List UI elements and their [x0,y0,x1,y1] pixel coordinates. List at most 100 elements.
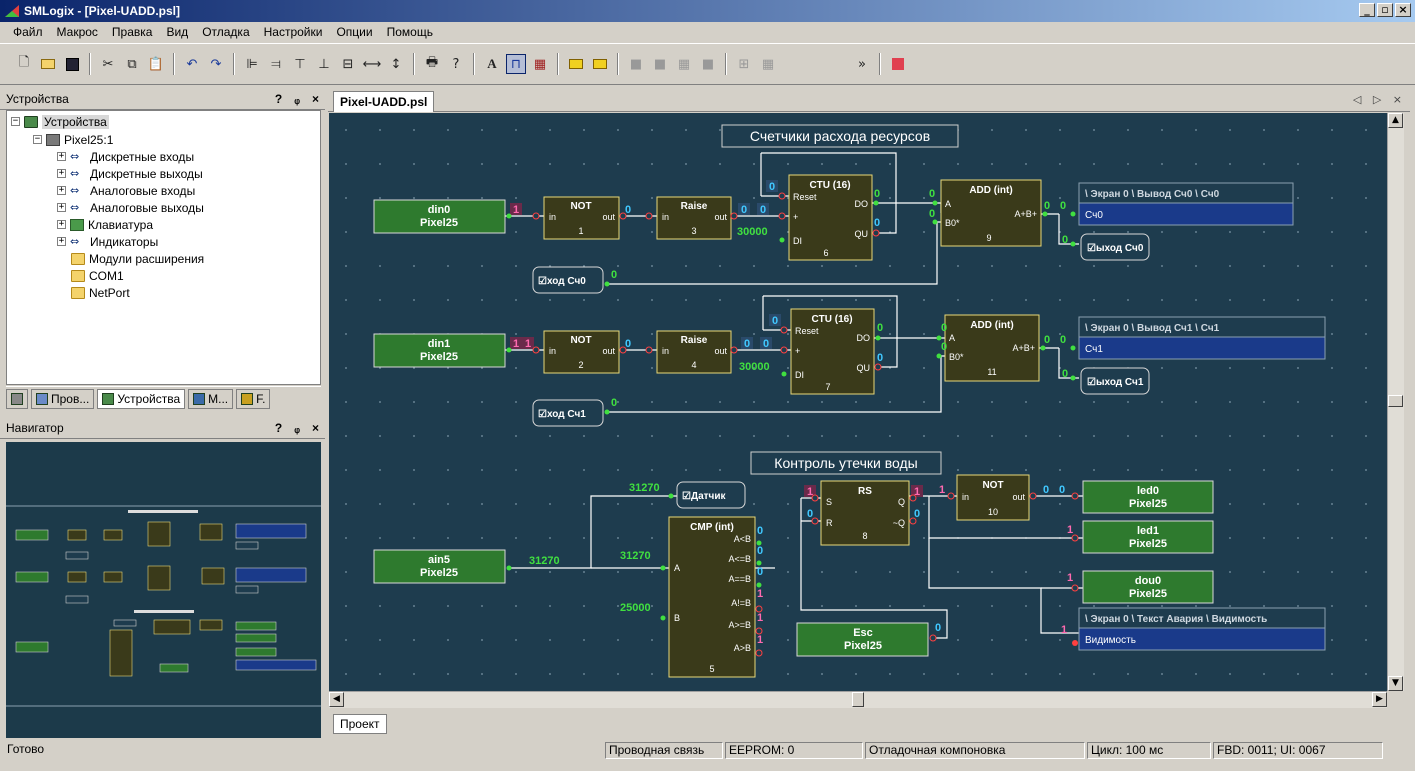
vertical-scroll-thumb[interactable] [1388,395,1403,407]
menu-options[interactable]: Опции [336,25,373,39]
block-mode-icon[interactable]: ▦ [533,56,547,72]
navigator-help-button[interactable]: ? [274,421,283,435]
scroll-down-icon[interactable]: ▼ [1388,676,1403,691]
compile-icon[interactable]: ⊞ [738,56,750,72]
copy-icon[interactable]: ⧉ [127,56,137,72]
tree-item-analog-outputs[interactable]: + ⇔ Аналоговые выходы [57,199,204,216]
devices-pin-icon[interactable]: ᵩ [294,92,300,106]
navigator-minimap[interactable] [6,442,321,738]
debug-watch-icon[interactable]: ▦ [677,56,691,72]
new-file-icon[interactable]: 🗋 [18,55,30,70]
tab-project-bottom[interactable]: Проект [333,714,387,734]
tree-item-expansion-modules[interactable]: Модули расширения [71,250,204,267]
document-nav-arrows[interactable]: ◁ ▷ × [1352,93,1406,106]
tree-item-discrete-outputs[interactable]: + ⇔ Дискретные выходы [57,165,203,182]
print-icon[interactable]: 🖶 [425,55,439,70]
space-horizontal-icon[interactable]: ⟷ [362,56,382,72]
tab-functions[interactable]: F. [236,388,271,409]
fbd-canvas[interactable]: Счетчики расхода ресурсов Контроль утечк… [329,113,1387,691]
wire-mode-icon[interactable]: ⊓ [506,54,526,74]
align-top-icon[interactable]: ⊤ [294,56,306,72]
tree-item-keyboard[interactable]: + Клавиатура [57,216,153,233]
fb-raise-4[interactable]: Raise in out 4 [656,330,732,374]
fb-raise-3[interactable]: Raise in out 3 [656,196,732,240]
io-block-dou0[interactable]: dou0 Pixel25 [1082,570,1214,604]
insert-block-icon[interactable] [566,54,586,74]
help-icon[interactable]: ? [452,56,460,72]
tab-devices[interactable]: Устройства [97,388,186,409]
scroll-right-icon[interactable]: ▶ [1372,692,1387,707]
tree-item-pixel25[interactable]: − Pixel25:1 [33,131,113,148]
toolbar-overflow-icon[interactable]: » [858,56,866,72]
fb-ctu-7[interactable]: CTU (16) Reset + DI DO QU 7 [790,308,875,395]
menu-settings[interactable]: Настройки [263,25,323,39]
cut-icon[interactable]: ✂ [102,56,114,72]
fb-cmp-5[interactable]: CMP (int) A B A<B A<=B A==B A!=B A>=B A>… [668,516,756,678]
save-icon[interactable] [62,54,82,74]
minimize-button[interactable]: _ [1359,3,1375,17]
menu-view[interactable]: Вид [166,25,189,39]
download-icon[interactable]: ▦ [761,56,775,72]
tree-item-netport[interactable]: NetPort [71,284,130,301]
fb-add-9[interactable]: ADD (int) A B0* A+B+ 9 [940,179,1042,247]
undo-icon[interactable]: ↶ [186,56,198,72]
tree-item-devices[interactable]: − Устройства [11,113,109,130]
same-size-icon[interactable]: ⊟ [342,56,354,72]
menu-macro[interactable]: Макрос [56,25,98,39]
expand-icon[interactable]: + [57,168,66,178]
expand-icon[interactable]: + [57,202,66,212]
tag-input-sch0[interactable]: ☑ход Сч0 [532,266,604,294]
io-block-din0[interactable]: din0 Pixel25 [373,199,506,234]
navigator-close-button[interactable]: × [311,421,319,435]
tree-item-com1[interactable]: COM1 [71,267,124,284]
space-vertical-icon[interactable]: ↕ [390,56,402,72]
horizontal-scrollbar[interactable]: ◀ ▶ [329,691,1387,708]
debug-step-icon[interactable]: ■ [653,56,667,72]
menu-edit[interactable]: Правка [111,25,153,39]
io-block-din1[interactable]: din1 Pixel25 [373,333,506,368]
expand-icon[interactable]: + [57,219,66,229]
expand-icon[interactable]: + [57,185,66,195]
open-folder-icon[interactable] [38,54,58,74]
stop-icon[interactable] [888,54,908,74]
tag-output-sch1[interactable]: ☑ыход Сч1 [1080,367,1150,395]
tag-input-sch1[interactable]: ☑ход Сч1 [532,399,604,427]
paste-icon[interactable]: 📋 [147,56,165,72]
redo-icon[interactable]: ↷ [210,56,222,72]
devices-close-button[interactable]: × [311,92,319,106]
fb-rs-8[interactable]: RS S R Q ~Q 8 [820,480,910,546]
insert-macro-icon[interactable] [590,54,610,74]
collapse-icon[interactable]: − [11,116,20,126]
tab-pixel-uadd[interactable]: Pixel-UADD.psl [333,91,435,112]
fb-not-10[interactable]: NOT in out 10 [956,474,1030,521]
debug-stop-icon[interactable]: ■ [701,56,715,72]
screen-output-sch1[interactable]: \ Экран 0 \ Вывод Сч1 \ Сч1 Сч1 [1078,316,1326,360]
tree-item-indicators[interactable]: + ⇔ Индикаторы [57,233,158,250]
align-bottom-icon[interactable]: ⊥ [318,56,330,72]
scroll-up-icon[interactable]: ▲ [1388,113,1403,128]
expand-icon[interactable]: + [57,236,66,246]
align-left-icon[interactable]: ⊫ [246,56,258,72]
fb-ctu-6[interactable]: CTU (16) Reset + DI DO QU 6 [788,174,873,261]
align-right-icon[interactable]: ⫤ [271,56,281,72]
tree-item-analog-inputs[interactable]: + ⇔ Аналоговые входы [57,182,195,199]
maximize-button[interactable]: ▫ [1377,3,1393,17]
io-block-ain5[interactable]: ain5 Pixel25 [373,549,506,584]
collapse-icon[interactable]: − [33,134,42,144]
menu-debug[interactable]: Отладка [202,25,250,39]
tag-output-sch0[interactable]: ☑ыход Сч0 [1080,233,1150,261]
scroll-left-icon[interactable]: ◀ [329,692,344,707]
tree-item-discrete-inputs[interactable]: + ⇔ Дискретные входы [57,148,194,165]
tab-macros[interactable]: М... [188,388,234,409]
tab-project[interactable]: Пров... [31,388,95,409]
io-block-esc[interactable]: Esc Pixel25 [796,622,929,657]
fb-not-1[interactable]: NOT in out 1 [543,196,620,240]
screen-output-sch0[interactable]: \ Экран 0 \ Вывод Сч0 \ Сч0 Сч0 [1078,182,1294,226]
tag-sensor[interactable]: ☑Датчик [676,481,746,509]
io-block-led0[interactable]: led0 Pixel25 [1082,480,1214,514]
expand-icon[interactable]: + [57,151,66,161]
fb-add-11[interactable]: ADD (int) A B0* A+B+ 11 [944,314,1040,382]
tab-tree[interactable] [6,388,28,409]
io-block-led1[interactable]: led1 Pixel25 [1082,520,1214,554]
vertical-scrollbar[interactable]: ▲ ▼ [1387,113,1404,691]
